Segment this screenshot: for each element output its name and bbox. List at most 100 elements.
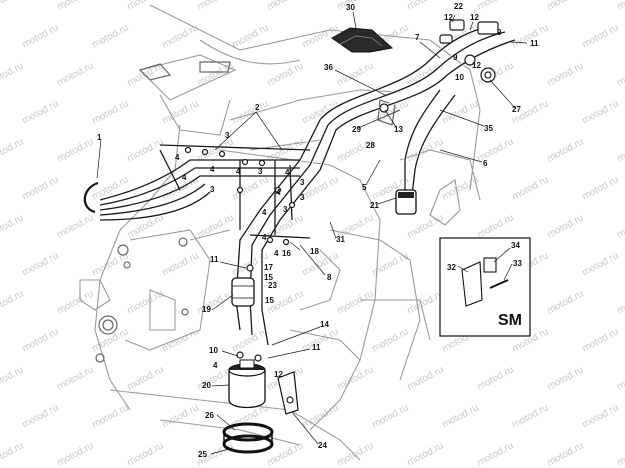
watermark-text: motod.ru xyxy=(20,250,60,278)
watermark-text: motod.ru xyxy=(90,22,130,50)
callout-11: 11 xyxy=(530,39,539,48)
watermark-text: motod.ru xyxy=(370,402,410,430)
watermark-text: motod.ru xyxy=(510,174,550,202)
watermark-text: motod.ru xyxy=(615,288,625,316)
callout-18: 18 xyxy=(310,247,319,256)
callout-4: 4 xyxy=(175,153,180,162)
sm-inset: SM xyxy=(439,237,531,337)
watermark-text: motod.ru xyxy=(195,0,235,13)
watermark-text: motod.ru xyxy=(90,98,130,126)
watermark-text: motod.ru xyxy=(230,98,270,126)
watermark-text: motod.ru xyxy=(55,440,95,468)
watermark-text: motod.ru xyxy=(545,212,585,240)
callout-labels: 30 22 12 12 9 11 7 9 12 10 1 2 3 4 4 4 4… xyxy=(97,2,539,459)
callout-2: 2 xyxy=(255,103,260,112)
watermark-text: motod.ru xyxy=(160,402,200,430)
tank-cap-part xyxy=(331,27,394,53)
callout-3: 3 xyxy=(258,167,263,176)
watermark-text: motod.ru xyxy=(0,288,25,316)
watermark-text: motod.ru xyxy=(55,136,95,164)
watermark-text: motod.ru xyxy=(55,60,95,88)
watermark-text: motod.ru xyxy=(20,98,60,126)
watermark-text: motod.ru xyxy=(615,364,625,392)
mounting-band-part xyxy=(222,422,274,454)
callout-36: 36 xyxy=(324,63,333,72)
watermark-text: motod.ru xyxy=(475,0,515,13)
callout-26: 26 xyxy=(205,411,214,420)
watermark-text: motod.ru xyxy=(160,98,200,126)
canister-part xyxy=(228,359,266,409)
callout-3: 3 xyxy=(300,178,305,187)
watermark-text: motod.ru xyxy=(125,0,165,13)
callout-5: 5 xyxy=(362,183,367,192)
callout-4: 4 xyxy=(274,249,279,258)
callout-6: 6 xyxy=(483,159,488,168)
callout-32: 32 xyxy=(447,263,456,272)
callout-33: 33 xyxy=(513,259,522,268)
callout-28: 28 xyxy=(366,141,375,150)
watermark-text: motod.ru xyxy=(230,22,270,50)
callout-9: 9 xyxy=(497,28,502,37)
watermark-text: motod.ru xyxy=(55,364,95,392)
callout-29: 29 xyxy=(352,125,361,134)
filter-part xyxy=(231,277,255,307)
callout-4: 4 xyxy=(182,173,187,182)
watermark-text: motod.ru xyxy=(0,440,25,468)
watermark-text: motod.ru xyxy=(580,250,620,278)
watermark-text: motod.ru xyxy=(580,402,620,430)
watermark-text: motod.ru xyxy=(615,212,625,240)
hose-clamps xyxy=(184,146,296,362)
watermark-text: motod.ru xyxy=(55,0,95,13)
watermark-text: motod.ru xyxy=(265,60,305,88)
watermark-text: motod.ru xyxy=(405,440,445,468)
callout-3: 3 xyxy=(300,193,305,202)
watermark-text: motod.ru xyxy=(580,174,620,202)
watermark-text: motod.ru xyxy=(55,288,95,316)
callout-21: 21 xyxy=(370,201,379,210)
watermark-text: motod.ru xyxy=(405,0,445,13)
watermark-text: motod.ru xyxy=(55,212,95,240)
watermark-text: motod.ru xyxy=(580,98,620,126)
watermark-text: motod.ru xyxy=(510,402,550,430)
watermark-text: motod.ru xyxy=(370,326,410,354)
watermark-text: motod.ru xyxy=(335,440,375,468)
callout-20: 20 xyxy=(202,381,211,390)
watermark-text: motod.ru xyxy=(195,212,235,240)
inset-label: SM xyxy=(498,312,522,329)
left-line-bundle xyxy=(99,144,311,239)
callout-3: 3 xyxy=(210,185,215,194)
watermark-text: motod.ru xyxy=(20,326,60,354)
callout-4: 4 xyxy=(262,233,267,242)
watermark-text: motod.ru xyxy=(545,288,585,316)
callout-35: 35 xyxy=(484,124,493,133)
callout-8: 8 xyxy=(327,273,332,282)
callout-4: 4 xyxy=(210,165,215,174)
watermark-text: motod.ru xyxy=(125,440,165,468)
watermark-text: motod.ru xyxy=(475,440,515,468)
watermark-text: motod.ru xyxy=(20,22,60,50)
watermark-text: motod.ru xyxy=(615,136,625,164)
callout-24: 24 xyxy=(318,441,327,450)
watermark-text: motod.ru xyxy=(405,364,445,392)
watermark-text: motod.ru xyxy=(580,22,620,50)
callout-14: 14 xyxy=(320,320,329,329)
watermark-text: motod.ru xyxy=(615,440,625,468)
callout-30: 30 xyxy=(346,3,355,12)
watermark-text: motod.ru xyxy=(20,402,60,430)
watermark-text: motod.ru xyxy=(90,326,130,354)
callout-25: 25 xyxy=(198,450,207,459)
valve-part xyxy=(379,103,417,215)
watermark-text: motod.ru xyxy=(615,0,625,13)
callout-12: 12 xyxy=(470,13,479,22)
callout-4: 4 xyxy=(285,168,290,177)
watermark-text: motod.ru xyxy=(0,60,25,88)
watermark-text: motod.ru xyxy=(160,250,200,278)
watermark-text: motod.ru xyxy=(0,364,25,392)
watermark-text: motod.ru xyxy=(300,402,340,430)
callout-12: 12 xyxy=(472,61,481,70)
watermark-text: motod.ru xyxy=(125,136,165,164)
watermark-text: motod.ru xyxy=(265,0,305,13)
watermark-text: motod.ru xyxy=(615,60,625,88)
